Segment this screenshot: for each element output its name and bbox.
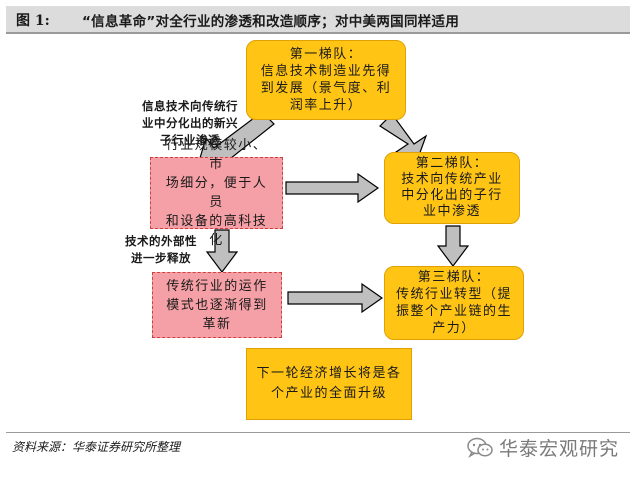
figure-title: “信息革命”对全行业的渗透和改造顺序；对中美两国同样适用 (82, 14, 460, 30)
footer-divider (6, 432, 630, 433)
result-text: 下一轮经济增长将是各 个产业的全面升级 (256, 366, 402, 401)
tier3-box: 第三梯队： 传统行业转型（提 振整个产业链的生 产力） (384, 266, 524, 340)
arrow-traits-to-transform (205, 229, 239, 273)
watermark: 华泰宏观研究 (467, 434, 619, 461)
tier2-text: 第二梯队： 技术向传统产业 中分化出的子行 业中渗透 (401, 156, 503, 219)
arrow-traits-to-tier2 (285, 172, 380, 204)
annotation-externality: 技术的外部性 进一步释放 (125, 234, 197, 265)
tier1-box: 第一梯队： 信息技术制造业先得 到发展（景气度、利 润率上升） (246, 40, 406, 120)
watermark-text: 华泰宏观研究 (499, 438, 620, 460)
transform-text: 传统行业的运作 模式也逐渐得到 革新 (166, 278, 268, 332)
arrow-transform-to-tier3 (287, 282, 384, 314)
annotation-spread: 信息技术向传统行 业中分化出的新兴 子行业渗透 (142, 99, 238, 147)
tier1-text: 第一梯队： 信息技术制造业先得 到发展（景气度、利 润率上升） (260, 47, 392, 113)
figure-label: 图 1: (16, 13, 50, 29)
arrow-tier2-to-tier3 (436, 225, 470, 267)
tier3-text: 第三梯队： 传统行业转型（提 振整个产业链的生 产力） (395, 270, 512, 336)
traits-text: 行业规模较小、市 场细分，便于人员 和设备的高科技化 (165, 138, 268, 248)
transform-box: 传统行业的运作 模式也逐渐得到 革新 (152, 272, 282, 338)
source-note: 资料来源：华泰证券研究所整理 (12, 440, 181, 454)
result-box: 下一轮经济增长将是各 个产业的全面升级 (246, 348, 412, 420)
tier2-box: 第二梯队： 技术向传统产业 中分化出的子行 业中渗透 (384, 152, 520, 224)
figure-header: 图 1: “信息革命”对全行业的渗透和改造顺序；对中美两国同样适用 (6, 6, 630, 34)
traits-box: 行业规模较小、市 场细分，便于人员 和设备的高科技化 (150, 138, 283, 248)
wechat-icon (467, 437, 493, 458)
